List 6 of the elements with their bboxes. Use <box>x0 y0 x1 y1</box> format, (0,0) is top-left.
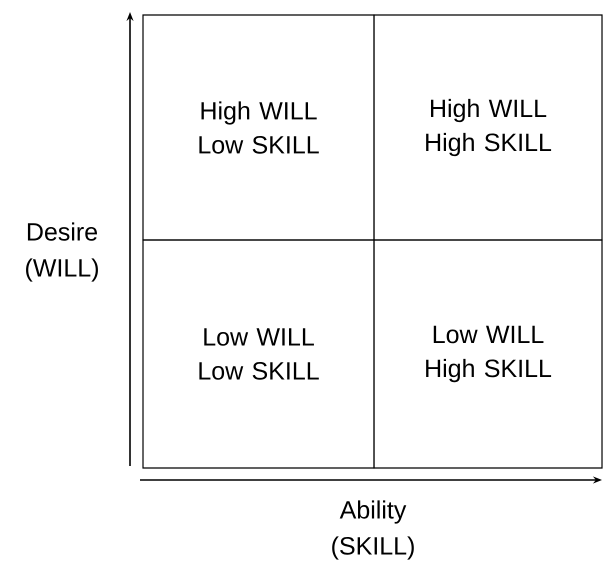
axis-label: Desire (WILL) <box>26 222 98 282</box>
axis-label: Ability (SKILL) <box>332 500 414 560</box>
quadrant-box: High WILL High SKILL <box>373 14 603 241</box>
quadrant-box: Low WILL High SKILL <box>373 239 603 469</box>
quadrant-box: Low WILL Low SKILL <box>142 239 375 469</box>
quadrant-box: High WILL Low SKILL <box>142 14 375 241</box>
